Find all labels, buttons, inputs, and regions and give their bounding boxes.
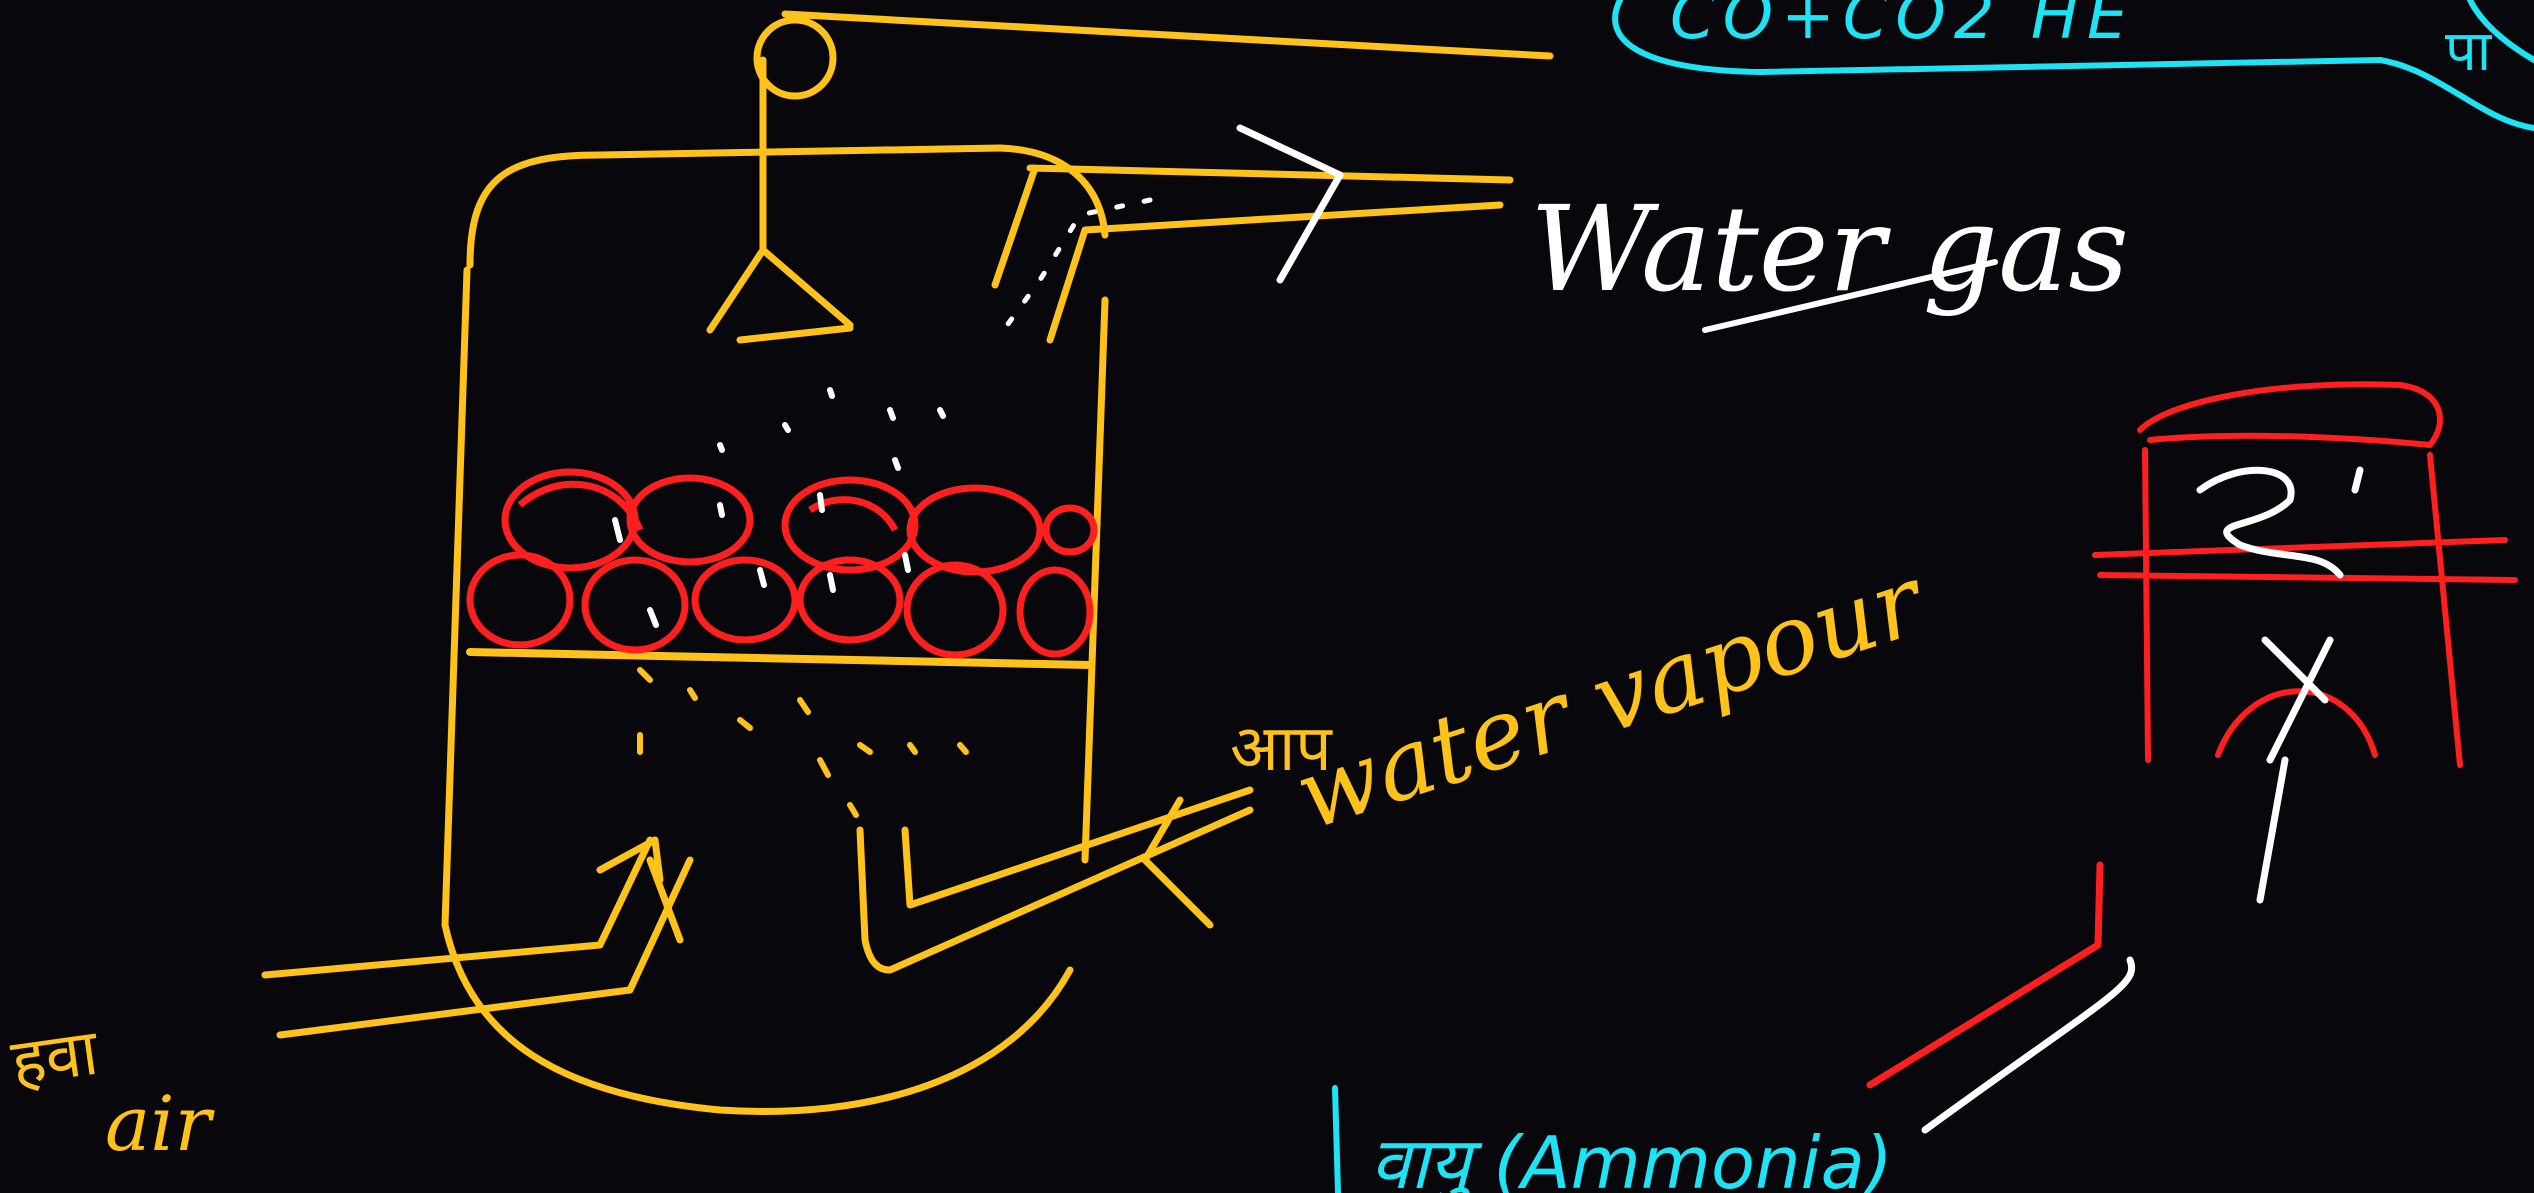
top-note: CO+CO2 HE पा: [1612, 0, 2534, 131]
water-gas-label: Water gas: [1530, 180, 2129, 318]
right-apparatus: [1866, 381, 2518, 1134]
air-inlet-pipe: [261, 836, 694, 1039]
outlet-pipe: [991, 124, 1514, 344]
coke-lumps-icon: [466, 468, 1098, 659]
water-gas-underline: [1702, 259, 1998, 333]
ammonia-label: वायु (Ammonia): [1370, 1121, 1893, 1193]
top-note-text: CO+CO2 HE: [1670, 0, 2135, 54]
pulley-icon: [753, 10, 1554, 254]
hopper-cone-icon: [706, 246, 854, 344]
flow-dots: [637, 667, 969, 818]
water-hindi-label: आप: [1230, 712, 1333, 786]
top-right-fragment: पा: [2445, 19, 2493, 84]
water-vapour-text: water vapour: [1282, 543, 1939, 852]
generator-vessel: [441, 144, 1109, 1115]
steam-inlet-pipe: [856, 786, 1254, 974]
steam-dots: [612, 387, 946, 628]
ammonia-note: वायु (Ammonia): [1332, 1085, 1893, 1193]
water-vapour-label: water vapour: [1282, 543, 1939, 852]
air-label: air: [105, 1079, 216, 1168]
air-hindi-label: हवा: [7, 1015, 104, 1100]
